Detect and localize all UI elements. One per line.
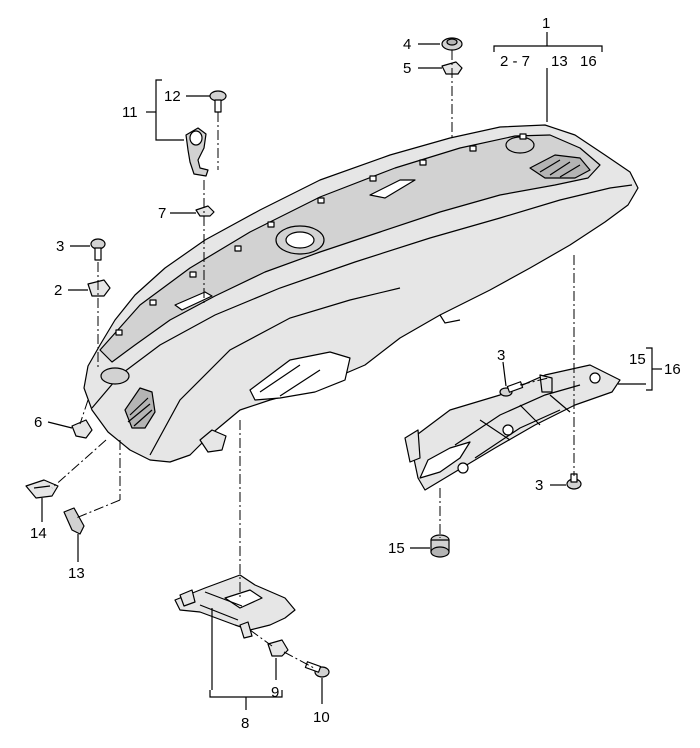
screw-3-left (90, 238, 106, 261)
label-1-range: 2 - 7 (500, 53, 530, 70)
label-13: 13 (68, 565, 85, 582)
grommet-15 (430, 534, 450, 558)
callout-labels: 1 2 - 7 13 16 4 5 11 12 7 3 2 6 14 13 3 … (30, 15, 681, 732)
label-6: 6 (34, 414, 42, 431)
label-8: 8 (241, 715, 249, 732)
lower-bracket-8 (174, 574, 296, 639)
label-16: 16 (664, 361, 681, 378)
label-15-bracket: 15 (629, 351, 646, 368)
label-4: 4 (403, 36, 411, 53)
nut-4 (441, 37, 463, 51)
leader-lines (41, 32, 662, 710)
clip-7 (195, 205, 215, 217)
label-3-right: 3 (535, 477, 543, 494)
support-bracket-16 (404, 364, 621, 491)
label-5: 5 (403, 60, 411, 77)
screw-12 (209, 90, 227, 113)
label-10: 10 (313, 709, 330, 726)
label-3-left: 3 (56, 238, 64, 255)
label-14: 14 (30, 525, 47, 542)
label-12: 12 (164, 88, 181, 105)
strip-13 (63, 507, 85, 535)
label-11: 11 (122, 104, 138, 121)
clip-6 (71, 419, 93, 439)
label-1: 1 (542, 15, 550, 32)
label-2: 2 (54, 282, 62, 299)
label-1-13: 13 (551, 53, 568, 70)
label-9: 9 (271, 684, 279, 701)
clip-9 (267, 639, 289, 657)
bracket-11 (185, 127, 209, 177)
label-3-bracket: 3 (497, 347, 505, 364)
clip-2 (87, 279, 111, 297)
clip-14 (25, 479, 59, 499)
label-15-bottom: 15 (388, 540, 405, 557)
dashboard-carrier (83, 124, 639, 463)
screw-10 (304, 661, 330, 678)
assembly-lines (51, 50, 575, 669)
label-1-16: 16 (580, 53, 597, 70)
label-7: 7 (158, 205, 166, 222)
screw-3-right (566, 473, 582, 490)
